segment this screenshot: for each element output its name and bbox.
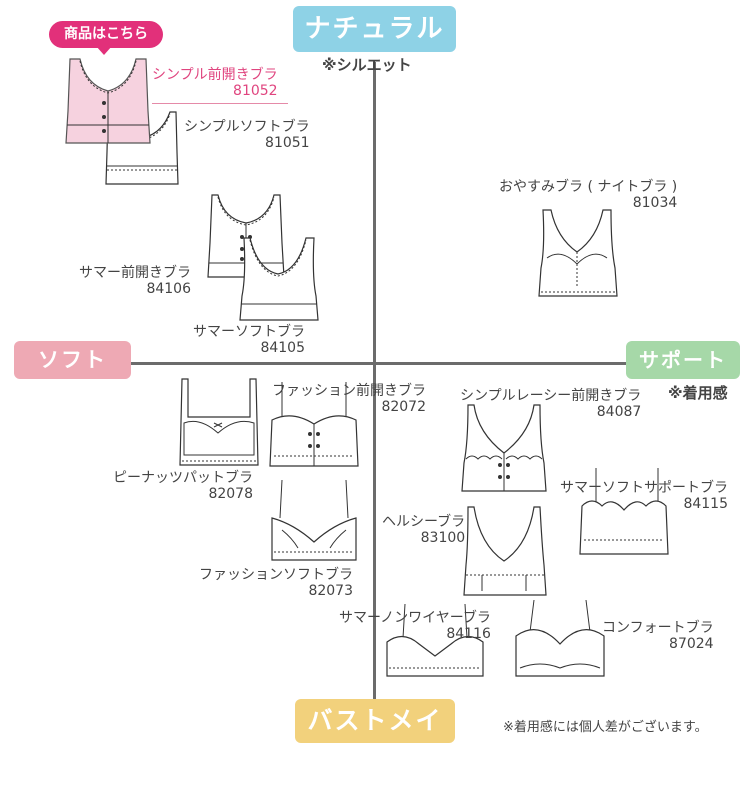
product-label-87024[interactable]: コンフォートブラ 87024 [602,620,714,652]
item-image-82078[interactable] [174,377,264,467]
item-image-87024[interactable] [512,598,608,682]
highlight-underline [152,103,288,104]
product-code: 84115 [683,496,728,512]
product-label-84105[interactable]: サマーソフトブラ 84105 [193,324,305,356]
product-label-82072[interactable]: ファッション前開きブラ 82072 [272,383,426,415]
item-image-82072[interactable] [268,380,360,470]
product-name: シンプルソフトブラ [184,119,310,135]
product-label-84087[interactable]: シンプルレーシー前開きブラ 84087 [460,388,641,420]
item-image-83100[interactable] [460,505,550,597]
product-label-82078[interactable]: ピーナッツパットブラ 82078 [113,470,253,502]
product-label-81052[interactable]: シンプル前開きブラ 81052 [152,67,278,99]
product-code: 84105 [260,340,305,356]
axis-note-silhouette: ※シルエット [322,56,412,74]
product-name: サマーソフトサポートブラ [560,480,728,496]
item-image-81052[interactable] [64,55,152,147]
product-code: 87024 [669,636,714,652]
axis-note-wearing-feel: ※着用感 [668,384,728,402]
product-name: サマーソフトブラ [193,324,305,340]
product-label-82073[interactable]: ファッションソフトブラ 82073 [199,567,353,599]
product-label-84115[interactable]: サマーソフトサポートブラ 84115 [560,480,728,512]
product-code: 81052 [233,83,278,99]
product-label-84106[interactable]: サマー前開きブラ 84106 [79,265,191,297]
product-code: 83100 [420,530,466,546]
product-name: シンプルレーシー前開きブラ [460,388,642,404]
item-image-82073[interactable] [268,478,360,568]
product-code: 81034 [632,195,678,211]
badge-pointer [96,46,112,55]
product-code: 84116 [446,626,491,642]
product-name: ファッション前開きブラ [272,383,426,399]
product-name: コンフォートブラ [602,620,714,636]
product-label-81051[interactable]: シンプルソフトブラ 81051 [184,119,310,151]
product-label-83100[interactable]: ヘルシーブラ 83100 [382,514,465,546]
product-name: ピーナッツパットブラ [113,470,253,486]
product-name: サマー前開きブラ [79,265,191,281]
axis-label-bust-make: バストメイク [295,699,455,779]
footnote: ※着用感には個人差がございます。 [503,720,708,735]
product-label-81034[interactable]: おやすみブラ ( ナイトブラ ) 81034 [499,179,677,211]
item-image-84115[interactable] [578,466,670,558]
axis-label-support: サポート [626,341,740,379]
product-name: おやすみブラ ( ナイトブラ ) [499,179,678,195]
product-name: シンプル前開きブラ [152,67,278,83]
horizontal-axis [128,362,628,365]
product-link-badge[interactable]: 商品はこちら [49,21,163,48]
item-image-84087[interactable] [460,403,548,493]
product-name: サマーノンワイヤーブラ [339,610,491,626]
vertical-axis [373,62,376,708]
product-code: 84106 [146,281,191,297]
item-image-81034[interactable] [537,208,619,300]
product-code: 82073 [308,583,353,599]
item-image-84116[interactable] [383,602,487,682]
item-image-84105[interactable] [238,236,320,322]
product-code: 82078 [208,486,253,502]
product-code: 82072 [381,399,426,415]
product-code: 84087 [596,404,642,420]
axis-label-natural: ナチュラル [293,6,456,52]
product-code: 81051 [265,135,310,151]
product-label-84116[interactable]: サマーノンワイヤーブラ 84116 [339,610,491,642]
axis-label-soft: ソフト [14,341,131,379]
product-name: ファッションソフトブラ [199,567,353,583]
product-name: ヘルシーブラ [382,514,466,530]
